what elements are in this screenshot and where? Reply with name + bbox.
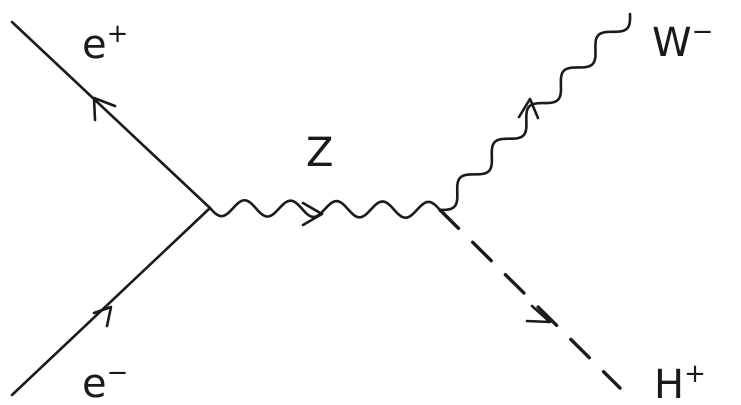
higgs-arrow-icon [525,304,552,324]
higgs-line [438,208,622,390]
w-arrow-icon [517,97,540,120]
z-arrow-icon [301,201,324,227]
higgs-label: H+ [654,359,706,405]
w-boson-line [438,12,632,212]
positron-arrow-icon [92,96,117,122]
z-boson-line [208,199,442,219]
w-boson-label: W− [652,17,713,66]
positron-line [10,20,212,210]
electron-arrow-icon [92,305,113,328]
electron-line [10,206,212,397]
z-boson-label: Z [306,130,333,176]
electron-label: e− [82,358,128,405]
positron-label: e+ [82,19,128,68]
